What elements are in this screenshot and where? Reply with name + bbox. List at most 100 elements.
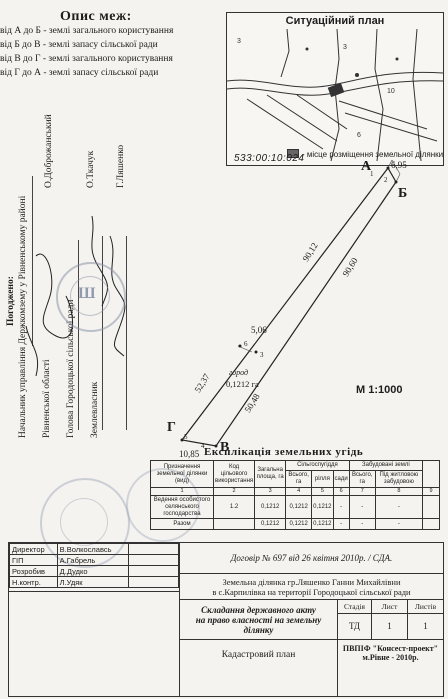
sum-gardens: - [332,518,350,530]
col-number: 2 [212,487,256,496]
land-use-label: город [229,368,249,377]
parcel-location-icon [287,149,299,158]
col-gardens: сади [332,470,350,488]
signature-line [126,236,127,430]
stage-label: Стадія [344,602,365,611]
role-name: Д.Дудко [56,565,130,577]
cadastral-number: 533:00:10:024 [234,153,305,164]
role-label: ГІП [9,554,58,566]
point-5: 5 [184,433,188,441]
row-under-build: - [374,495,424,519]
col-total: Загальна площа, га [254,460,287,488]
row-gardens: - [332,495,350,519]
boundary-line-v-g: від В до Г - землі загального користуван… [0,54,173,64]
col-number: 7 [348,487,376,496]
explication-title: Експлікація земельних угідь [204,446,364,458]
official-stamp-inner [70,276,110,316]
stage-value: ТД [348,621,361,631]
sum-arable: 0,1212 [311,518,334,530]
sum-extra [422,518,440,530]
role-signature [128,576,179,588]
signature-line [102,236,103,430]
situation-plan-title: Ситуаційний план [285,15,385,27]
parcel-cell: Земельна ділянка гр.Ляшенко Ганни Михайл… [179,573,443,599]
sum-code [212,518,256,530]
blank-area [9,591,179,696]
col-under-build: Під житловою забудовою [374,470,424,488]
role-name: В.Волкославсь [56,543,130,555]
role-label: Розробив [9,565,58,577]
row-arable: 0,1212 [311,495,334,519]
sheet-value: 1 [387,621,392,631]
plan-name: Кадастровий план [221,650,296,660]
row-purpose: Ведення особистого селянського господарс… [150,495,214,519]
dim-mid: 5,06 [251,325,267,335]
col-number: 1 [150,487,214,496]
corner-a: А [361,159,372,174]
col-code: Код цільового використання [212,460,256,488]
point-2: 2 [384,176,388,184]
parcel-text: Земельна ділянка гр.Ляшенко Ганни Михайл… [212,577,411,597]
company-name: ПВПІФ "Консест-проект" м.Рівне - 2010р. [342,644,439,662]
table-row: Ведення особистого селянського господарс… [150,495,440,519]
col-arable: рілля [311,470,334,488]
sheets-value: 1 [423,621,428,631]
row-extra [422,495,440,519]
role-signature [128,543,179,555]
col-built-all: Всього, га [348,470,376,488]
company-cell: ПВПІФ "Консест-проект" м.Рівне - 2010р. [337,639,443,696]
parcel-area: 0,1212 га [226,379,259,389]
sum-label: Разом [150,518,214,530]
signature-line [78,240,79,430]
col-number: 6 [332,487,350,496]
dim-g-v: 10,85 [179,449,200,459]
col-built: Забудовані землі [348,460,424,471]
corner-g: Г [167,420,176,435]
coat-of-arms-icon: Ш [78,285,96,302]
contract-cell: Договір № 697 від 26 квітня 2010р. / СДА… [179,543,443,573]
point-1: 1 [370,170,374,178]
explication-table: Призначення земельної ділянки (вид) Код … [150,460,440,530]
col-agri-all: Всього, га [285,470,313,488]
situation-plan-map: 3 3 10 6 [227,29,443,161]
corner-b: Б [398,186,408,201]
col-purpose: Призначення земельної ділянки (вид) [150,460,214,488]
sheets-label-cell: Листів [407,599,443,613]
sum-under-build: - [374,518,424,530]
stage-cell: ТД [337,613,371,639]
map-scale: М 1:1000 [356,384,403,396]
sheet-label: Лист [381,602,398,611]
svg-text:10: 10 [387,88,395,95]
situation-legend-text: - місце розміщення земельної ділянки [302,150,444,159]
stage-label-cell: Стадія [337,599,371,613]
col-agri: Сільгоспугіддя [285,460,350,471]
col-number: 3 [254,487,287,496]
boundaries-title: Опис меж: [60,9,132,24]
doc-title: Складання державного акту на право власн… [195,605,322,635]
parcel-boundary [180,166,397,447]
point-4: 4 [201,442,205,450]
boundary-line-g-a: від Г до А - землі запасу сільської ради [0,68,159,78]
corner-v: В [220,440,230,455]
role-label: Н.контр. [9,576,58,588]
col-number: 8 [374,487,424,496]
role-name: А.Габрель [56,554,130,566]
row-code: 1.2 [212,495,256,519]
dim-a-b: 6,95 [391,160,407,170]
doc-title-cell: Складання державного акту на право власн… [179,599,337,639]
svg-text:6: 6 [357,132,361,139]
col-number: 4 [285,487,313,496]
role-signature [128,554,179,566]
col-extra [422,460,440,488]
contract-text: Договір № 697 від 26 квітня 2010р. / СДА… [230,553,393,563]
svg-text:3: 3 [343,44,347,51]
sheets-label: Листів [414,602,437,611]
role-label: Директор [9,543,58,555]
signature-line [32,176,33,346]
